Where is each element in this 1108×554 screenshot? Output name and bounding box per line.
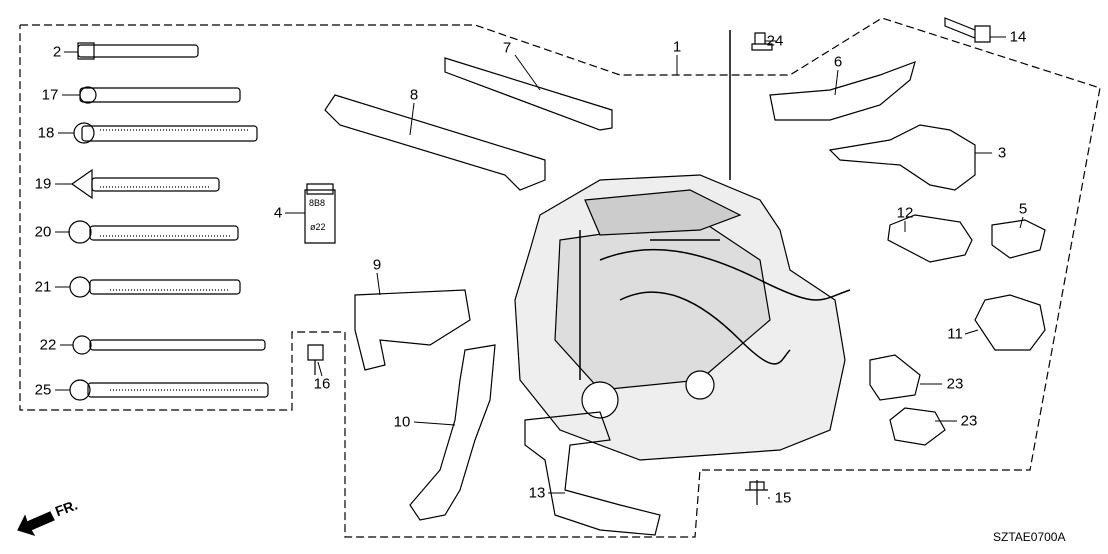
callout-23-upper[interactable]: 23	[946, 375, 964, 393]
grommet-code: 8B8	[309, 198, 326, 208]
callout-7[interactable]: 7	[502, 39, 512, 57]
callout-25[interactable]: 25	[34, 381, 52, 399]
callout-21[interactable]: 21	[34, 278, 52, 296]
callout-9[interactable]: 9	[372, 256, 382, 274]
callout-13[interactable]: 13	[528, 484, 546, 502]
front-arrow-icon	[17, 511, 55, 537]
callout-11[interactable]: 11	[947, 325, 963, 343]
part-23b-shape	[889, 407, 946, 446]
callout-6[interactable]: 6	[833, 53, 843, 71]
part-23a-shape	[869, 354, 921, 401]
cable-ties	[68, 42, 269, 401]
grommet-shape	[304, 183, 336, 244]
callout-18[interactable]: 18	[37, 124, 55, 142]
callout-5[interactable]: 5	[1018, 200, 1028, 218]
part-8-shape	[324, 94, 546, 191]
callout-22[interactable]: 22	[39, 336, 57, 354]
part-11-shape	[974, 294, 1046, 351]
part-9-shape	[354, 289, 471, 371]
callout-1[interactable]: 1	[672, 38, 682, 56]
leader-lines	[55, 36, 1024, 499]
callout-10[interactable]: 10	[393, 413, 411, 431]
callout-20[interactable]: 20	[34, 223, 52, 241]
part-5-shape	[991, 219, 1046, 259]
callout-8[interactable]: 8	[409, 86, 419, 104]
callout-4[interactable]: 4	[273, 204, 283, 222]
part-7-shape	[444, 57, 613, 131]
callout-24[interactable]: 24	[766, 32, 784, 50]
part-3-shape	[828, 124, 976, 191]
part-6-shape	[769, 61, 916, 121]
grommet-size: ø22	[310, 222, 326, 232]
callout-17[interactable]: 17	[41, 86, 59, 104]
part-13-shape	[524, 411, 661, 536]
callout-3[interactable]: 3	[997, 144, 1007, 162]
callout-15[interactable]: 15	[774, 489, 792, 507]
harness-wires	[579, 30, 851, 380]
part-12-shape	[887, 214, 973, 263]
part-10-shape	[409, 344, 496, 521]
callout-2[interactable]: 2	[52, 43, 62, 61]
callout-14[interactable]: 14	[1009, 28, 1027, 46]
diagram-code: SZTAE0700A	[993, 530, 1066, 544]
callout-23-lower[interactable]: 23	[960, 412, 978, 430]
engine-assembly	[514, 174, 846, 461]
callout-16[interactable]: 16	[313, 375, 331, 393]
callout-12[interactable]: 12	[896, 204, 914, 222]
bolts	[307, 17, 991, 505]
callout-19[interactable]: 19	[34, 175, 52, 193]
